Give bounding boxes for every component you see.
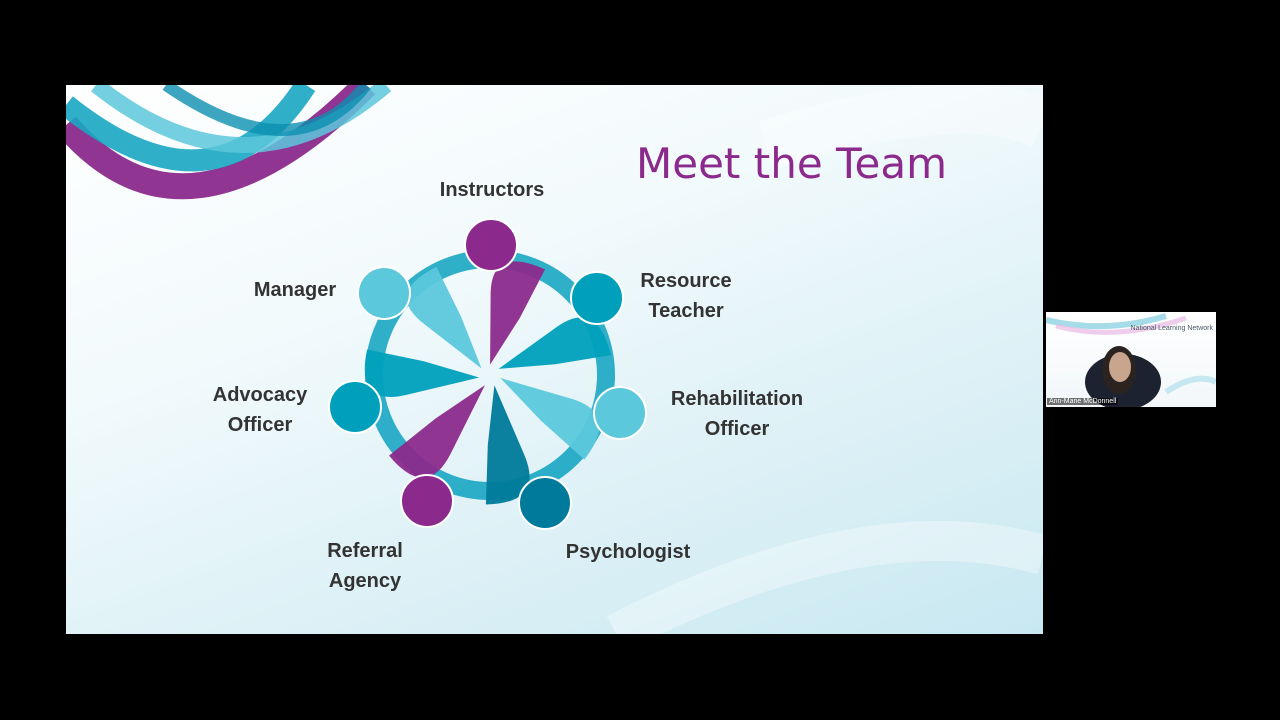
person-body-referral-agency <box>389 385 485 478</box>
person-body-rehabilitation-officer <box>500 378 600 460</box>
decorative-swoosh <box>66 85 1043 634</box>
role-psychologist: Psychologist <box>565 541 691 563</box>
person-icon-manager <box>357 266 411 320</box>
person-body-resource-teacher <box>498 317 611 369</box>
person-icon-rehabilitation-officer <box>593 386 647 440</box>
team-circle-icon <box>328 218 647 530</box>
person-body-psychologist <box>485 385 530 505</box>
person-icon-referral-agency <box>400 474 454 528</box>
slide-title: Meet the Team <box>636 139 948 188</box>
person-icon-instructors <box>464 218 518 272</box>
person-icon-psychologist <box>518 476 572 530</box>
role-instructors: Instructors <box>439 179 545 201</box>
participant-video-background <box>1046 313 1216 407</box>
person-icon-advocacy-officer <box>328 380 382 434</box>
person-body-advocacy-officer <box>364 349 480 397</box>
participant-name-label: Ann-Marie McDonnell <box>1047 398 1119 405</box>
participant-video-thumbnail[interactable]: National Learning Network Ann-Marie McDo… <box>1046 312 1216 407</box>
person-body-instructors <box>490 261 546 365</box>
person-icon-resource-teacher <box>570 271 624 325</box>
person-body-manager <box>406 266 482 369</box>
participant-background-brand: National Learning Network <box>1130 325 1214 332</box>
role-manager: Manager <box>253 279 337 301</box>
